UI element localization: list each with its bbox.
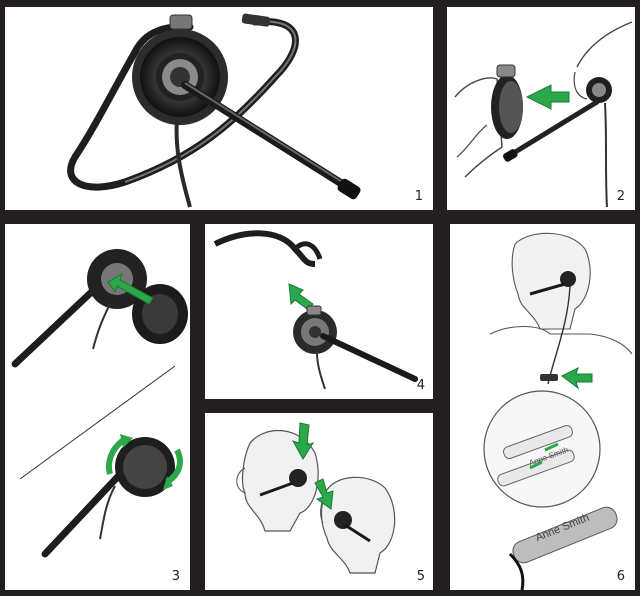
attach-earpiece-illustration [454, 21, 633, 208]
panel-step-5: 5 [205, 413, 433, 590]
panel-step-3: 3 [5, 224, 190, 590]
panel-step-1: 1 [5, 7, 433, 210]
step-number: 2 [616, 189, 625, 204]
replace-ear-cushion-illustration [11, 249, 188, 558]
neckband-fitting-illustration [213, 230, 418, 390]
panel-step-6: Anne Smith Anne Smith 6 [450, 224, 635, 590]
step-number: 6 [616, 569, 625, 584]
panel-step-4: 4 [205, 224, 433, 399]
step-number: 3 [171, 569, 180, 584]
step-number: 4 [416, 378, 425, 393]
panel-step-2: 2 [447, 7, 635, 210]
step-number: 5 [416, 569, 425, 584]
step-number: 1 [414, 189, 423, 204]
clip-and-name-tag-illustration [483, 232, 633, 590]
headset-neckband-illustration [67, 13, 361, 208]
wearing-position-illustration [236, 422, 396, 574]
